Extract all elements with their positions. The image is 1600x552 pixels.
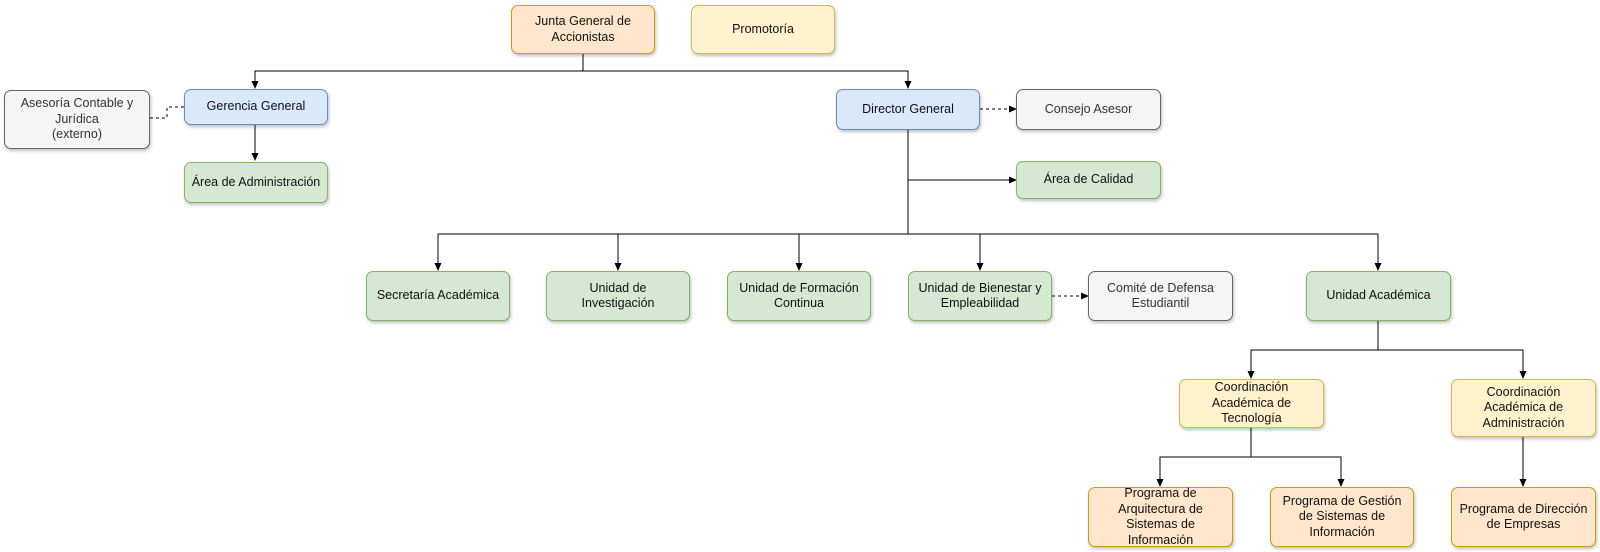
node-consejo-asesor[interactable]: Consejo Asesor <box>1016 89 1161 130</box>
node-area-calidad[interactable]: Área de Calidad <box>1016 161 1161 199</box>
node-director-general[interactable]: Director General <box>836 89 980 130</box>
edge-coordtec-arq <box>1156 456 1251 487</box>
node-comite-defensa[interactable]: Comité de Defensa Estudiantil <box>1088 271 1233 321</box>
node-unidad-academica[interactable]: Unidad Académica <box>1306 271 1451 321</box>
node-programa-direccion[interactable]: Programa de Dirección de Empresas <box>1451 487 1596 547</box>
edge-junta-director <box>583 70 912 89</box>
node-area-administracion[interactable]: Área de Administración <box>184 162 328 203</box>
node-programa-arquitectura[interactable]: Programa de Arquitectura de Sistemas de … <box>1088 486 1233 547</box>
edge-academica-coordtec <box>1247 349 1378 379</box>
node-junta-general[interactable]: Junta General de Accionistas <box>511 5 655 54</box>
node-coordinacion-tecnologia[interactable]: Coordinación Académica de Tecnología <box>1179 379 1324 428</box>
edge-academica-coordadm <box>1378 349 1527 379</box>
node-unidad-formacion-continua[interactable]: Unidad de Formación Continua <box>727 271 871 321</box>
node-gerencia-general[interactable]: Gerencia General <box>184 89 328 125</box>
node-asesoria-contable[interactable]: Asesoría Contable y Jurídica (externo) <box>4 90 150 149</box>
node-promotoria[interactable]: Promotoría <box>691 5 835 54</box>
node-programa-gestion[interactable]: Programa de Gestión de Sistemas de Infor… <box>1270 487 1414 547</box>
node-unidad-investigacion[interactable]: Unidad de Investigación <box>546 271 690 321</box>
edge-junta-gerencia <box>251 70 583 89</box>
edge-gerencia-asesoria <box>150 106 184 119</box>
node-secretaria-academica[interactable]: Secretaría Académica <box>366 271 510 321</box>
node-coordinacion-administracion[interactable]: Coordinación Académica de Administración <box>1451 379 1596 437</box>
node-unidad-bienestar[interactable]: Unidad de Bienestar y Empleabilidad <box>908 271 1052 321</box>
edge-coordtec-gest <box>1251 456 1345 487</box>
